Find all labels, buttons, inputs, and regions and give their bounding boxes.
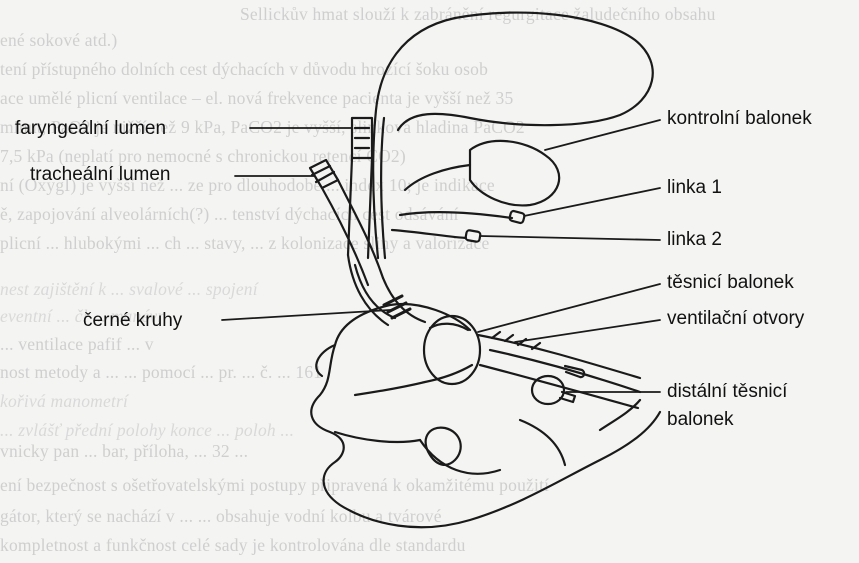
inflation-line-loop-inner [381,118,385,258]
label-distal-sealing-balloon-line2: balonek [667,409,734,431]
label-line-2: linka 2 [667,229,722,251]
label-vent-holes: ventilační otvory [667,308,804,330]
distal-sealing-balloon [532,376,564,404]
line-2-tube [392,230,466,238]
control-balloon-stem [405,165,470,190]
mouth [355,365,472,395]
label-line-1: linka 1 [667,177,722,199]
line-1-tube [400,212,512,218]
line-2-valve [465,230,481,242]
leader-line-2 [480,236,660,240]
label-control-balloon: kontrolní balonek [667,108,812,130]
label-black-rings: černé kruhy [83,310,182,332]
chin [335,432,420,442]
label-tracheal-lumen: tracheální lumen [30,164,170,186]
label-sealing-balloon: těsnicí balonek [667,272,794,294]
label-pharyngeal-lumen: faryngeální lumen [15,118,166,140]
leader-black-rings [222,310,390,320]
neck-line [600,400,640,430]
leader-line-1 [524,188,660,216]
ear [426,428,461,465]
label-distal-sealing-balloon-line1: distální těsnicí [667,381,787,403]
leader-vent-holes [515,320,660,342]
